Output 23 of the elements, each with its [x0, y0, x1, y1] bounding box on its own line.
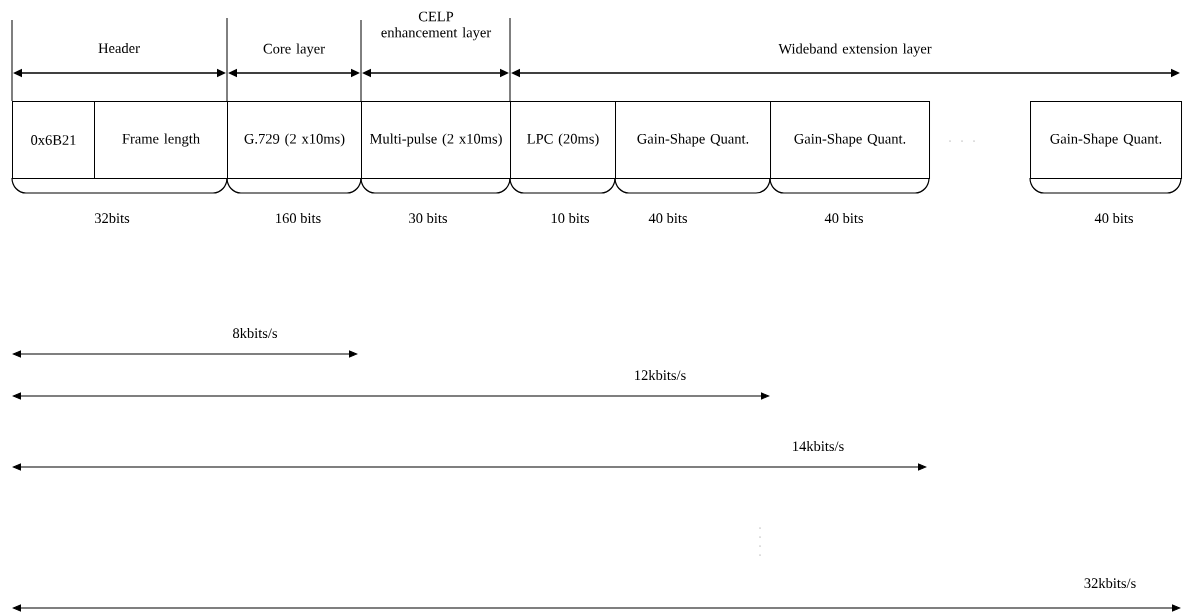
field-box: Gain-Shape Quant. — [615, 101, 771, 179]
bit-count-label: 10 bits — [551, 212, 590, 224]
bit-count-label: 40 bits — [648, 212, 688, 224]
field-box: LPC (20ms) — [510, 101, 616, 179]
bit-count-label: 160 bits — [276, 212, 321, 224]
field-box: Multi-pulse (2 x10ms) — [361, 101, 511, 179]
field-box: 0x6B21 — [12, 101, 95, 179]
bit-count-label: 40 bits — [1094, 212, 1134, 224]
layer-label: CELP enhancement layer — [381, 11, 492, 41]
bit-rate-label: 14kbits/s — [793, 440, 844, 452]
field-box: Gain-Shape Quant. — [1030, 101, 1182, 179]
bit-rate-label: 12kbits/s — [635, 369, 686, 381]
layer-label: Wideband extension layer — [778, 43, 932, 57]
field-box: Gain-Shape Quant. — [770, 101, 930, 179]
field-box: Frame length — [94, 101, 228, 179]
bit-rate-label: 8kbits/s — [233, 327, 278, 339]
bit-count-label: 40 bits — [824, 212, 864, 224]
bit-count-label: 30 bits — [409, 212, 448, 224]
bit-count-label: 32bits — [94, 212, 130, 224]
layer-label: Core layer — [263, 43, 325, 57]
field-box: G.729 (2 x10ms) — [227, 101, 362, 179]
bit-rate-label: 32kbits/s — [1084, 577, 1136, 589]
layer-label: Header — [98, 42, 140, 54]
